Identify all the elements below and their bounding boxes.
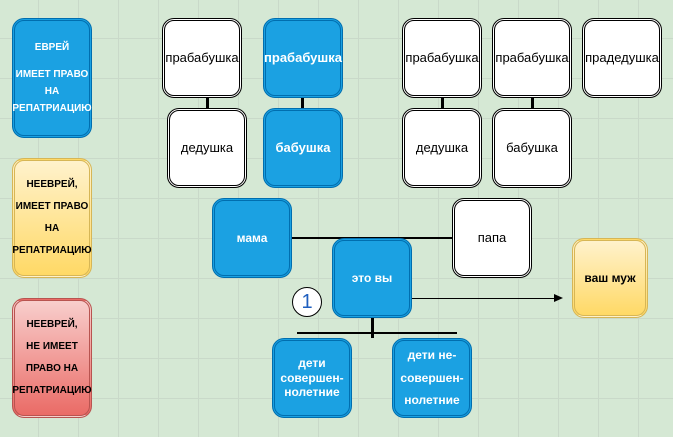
marker-number: 1 (301, 290, 313, 313)
node-label: прабабушка (165, 50, 239, 66)
node-label: прабабушка (495, 50, 569, 66)
node-label: прабабушка (264, 50, 342, 66)
legend-nonjew-eligible[interactable]: НЕЕВРЕЙ, ИМЕЕТ ПРАВО НА РЕПАТРИАЦИЮ (12, 158, 92, 278)
node-label: это вы (351, 270, 393, 285)
grandfather-1[interactable]: дедушка (167, 108, 247, 188)
great-grandfather[interactable]: прадедушка (582, 18, 662, 98)
mother[interactable]: мама (212, 198, 292, 278)
legend-jew-eligible[interactable]: ЕВРЕЙ ИМЕЕТ ПРАВО НА РЕПАТРИАЦИЮ (12, 18, 92, 138)
legend-nonjew-ineligible[interactable]: НЕЕВРЕЙ, НЕ ИМЕЕТ ПРАВО НА РЕПАТРИАЦИЮ (12, 298, 92, 418)
arrow-line (412, 298, 558, 299)
connector (301, 98, 304, 110)
connector (206, 98, 209, 110)
node-label: дети не- (407, 347, 457, 362)
husband-node[interactable]: ваш муж (572, 238, 648, 318)
step-marker: 1 (292, 287, 322, 317)
great-grandmother-3[interactable]: прабабушка (402, 18, 482, 98)
node-label: прадедушка (585, 50, 659, 66)
node-label: мама (236, 230, 268, 245)
grandfather-2[interactable]: дедушка (402, 108, 482, 188)
great-grandmother-2[interactable]: прабабушка (263, 18, 343, 98)
legend-text: НА (44, 86, 60, 97)
great-grandmother-1[interactable]: прабабушка (162, 18, 242, 98)
node-label: нолетние (404, 393, 460, 408)
node-label: ваш муж (584, 270, 636, 285)
arrow-head-icon (554, 294, 563, 302)
father[interactable]: папа (452, 198, 532, 278)
node-label: прабабушка (405, 50, 479, 66)
node-label: дети совершен-нолетние (280, 356, 344, 400)
legend-text: НЕЕВРЕЙ, (26, 319, 78, 330)
legend-text: НА (44, 223, 60, 234)
node-label: папа (477, 230, 507, 246)
legend-text: РЕПАТРИАЦИЮ (12, 385, 92, 396)
minor-children[interactable]: дети не- совершен- нолетние (392, 338, 472, 418)
node-label: бабушка (275, 140, 331, 156)
legend-text: НЕЕВРЕЙ, (26, 179, 78, 190)
connector (441, 98, 444, 110)
node-label: совершен- (400, 370, 464, 385)
connector (531, 98, 534, 110)
legend-text: ИМЕЕТ ПРАВО (15, 69, 89, 80)
node-label: бабушка (506, 140, 558, 156)
great-grandmother-4[interactable]: прабабушка (492, 18, 572, 98)
node-label: дедушка (180, 140, 234, 156)
legend-text: ПРАВО НА (25, 363, 79, 374)
legend-text: РЕПАТРИАЦИЮ (12, 103, 92, 114)
you-node[interactable]: это вы (332, 238, 412, 318)
node-label: дедушка (415, 140, 469, 156)
legend-text: ИМЕЕТ ПРАВО (15, 201, 89, 212)
children-connector (371, 318, 374, 338)
legend-text: РЕПАТРИАЦИЮ (12, 245, 92, 256)
grandmother-1[interactable]: бабушка (263, 108, 343, 188)
grandmother-2[interactable]: бабушка (492, 108, 572, 188)
children-line (297, 332, 457, 334)
adult-children[interactable]: дети совершен-нолетние (272, 338, 352, 418)
legend-text: ЕВРЕЙ (34, 42, 70, 53)
legend-text: НЕ ИМЕЕТ (26, 341, 78, 352)
